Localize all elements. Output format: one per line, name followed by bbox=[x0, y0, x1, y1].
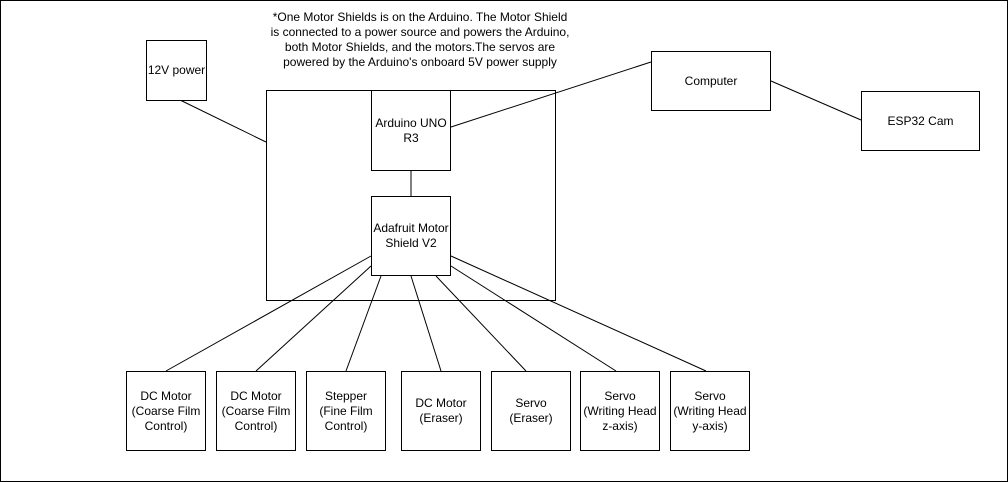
arduino-label: Arduino UNO R3 bbox=[375, 115, 447, 145]
dc-motor-eraser-label: DC Motor (Eraser) bbox=[415, 396, 467, 425]
wire-shield-to-servo-y bbox=[450, 255, 707, 372]
servo-eraser-node[interactable]: Servo (Eraser) bbox=[491, 371, 571, 451]
wire-shield-to-dc-eraser bbox=[410, 275, 442, 372]
computer-node[interactable]: Computer bbox=[651, 51, 771, 111]
servo-z-axis-label: Servo (Writing Head z-axis) bbox=[583, 388, 657, 433]
esp32-cam-label: ESP32 Cam bbox=[887, 113, 954, 128]
arduino-node[interactable]: Arduino UNO R3 bbox=[371, 90, 451, 171]
servo-y-axis-node[interactable]: Servo (Writing Head y-axis) bbox=[670, 371, 750, 451]
wire-shield-to-dc-coarse-1 bbox=[165, 255, 372, 372]
motor-shield-label: Adafruit Motor Shield V2 bbox=[373, 221, 449, 250]
servo-y-axis-label: Servo (Writing Head y-axis) bbox=[673, 388, 747, 433]
power-note: *One Motor Shields is on the Arduino. Th… bbox=[270, 10, 570, 69]
dc-motor-eraser-node[interactable]: DC Motor (Eraser) bbox=[401, 371, 481, 451]
dc-motor-coarse-2-node[interactable]: DC Motor (Coarse Film Control) bbox=[216, 371, 296, 451]
wire-computer-to-esp32 bbox=[770, 80, 862, 121]
stepper-fine-node[interactable]: Stepper (Fine Film Control) bbox=[306, 371, 386, 451]
dc-motor-coarse-1-node[interactable]: DC Motor (Coarse Film Control) bbox=[126, 371, 206, 451]
dc-motor-coarse-2-label: DC Motor (Coarse Film Control) bbox=[221, 388, 291, 433]
computer-label: Computer bbox=[684, 73, 738, 88]
wire-arduino-to-computer bbox=[450, 61, 652, 128]
wire-shield-to-stepper bbox=[345, 275, 382, 372]
servo-z-axis-node[interactable]: Servo (Writing Head z-axis) bbox=[580, 371, 660, 451]
dc-motor-coarse-1-label: DC Motor (Coarse Film Control) bbox=[131, 388, 201, 433]
stepper-fine-label: Stepper (Fine Film Control) bbox=[319, 388, 373, 433]
wire-shield-to-servo-eraser bbox=[435, 275, 527, 372]
servo-eraser-label: Servo (Eraser) bbox=[509, 396, 553, 425]
wire-power-to-board bbox=[179, 99, 267, 143]
power-supply-label: 12V power bbox=[147, 63, 206, 77]
wire-shield-to-servo-z bbox=[450, 265, 617, 372]
wire-shield-to-dc-coarse-2 bbox=[255, 265, 372, 372]
esp32-cam-node[interactable]: ESP32 Cam bbox=[861, 91, 980, 151]
power-supply-node[interactable]: 12V power bbox=[146, 40, 207, 101]
motor-shield-node[interactable]: Adafruit Motor Shield V2 bbox=[371, 196, 451, 276]
